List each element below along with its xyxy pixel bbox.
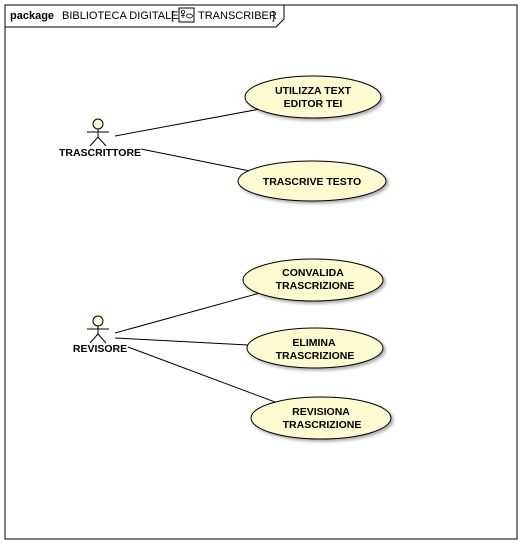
use-case-label-line1: ELIMINA (292, 337, 336, 349)
use-case-utilizza-text-editor[interactable] (244, 75, 382, 119)
use-case-elimina-trascrizione[interactable] (246, 327, 384, 369)
use-case-label-line1: UTILIZZA TEXT (275, 85, 352, 97)
actor-label-revisore: REVISORE (73, 343, 127, 355)
use-case-label-line1: CONVALIDA (282, 267, 344, 279)
use-case-label-line2: EDITOR TEI (284, 98, 343, 110)
use-case-label-line2: TRASCRIZIONE (276, 350, 355, 362)
actor-label-trascrittore: TRASCRITTORE (59, 147, 141, 159)
association-trascrittore-utilizza[interactable] (114, 108, 261, 137)
close-bracket: ] (272, 10, 275, 22)
association-trascrittore-trascrive[interactable] (140, 148, 251, 172)
open-bracket: [ (171, 10, 174, 22)
actor-head-icon (92, 315, 104, 327)
use-case-diagram-icon (178, 7, 195, 23)
package-keyword: package (10, 10, 54, 22)
diagram-name: TRANSCRIBER (198, 10, 277, 22)
association-revisore-revisiona[interactable] (127, 346, 284, 406)
use-case-revisiona-trascrizione[interactable] (250, 396, 392, 440)
use-case-label-line2: TRASCRIZIONE (283, 419, 362, 431)
actor-head-icon (92, 118, 104, 130)
package-name-tab (4, 4, 285, 28)
use-case-trascrive-testo[interactable] (237, 160, 387, 202)
association-revisore-convalida[interactable] (114, 292, 261, 334)
actor-trascrittore[interactable] (87, 118, 109, 147)
association-revisore-elimina[interactable] (114, 337, 249, 346)
associations (114, 108, 284, 406)
use-case-label-line1: TRASCRIVE TESTO (263, 176, 361, 188)
actor-revisore[interactable] (87, 315, 109, 344)
use-case-convalida-trascrizione[interactable] (242, 258, 384, 302)
package-name: BIBLIOTECA DIGITALE (62, 10, 179, 22)
use-case-label-line1: REVISIONA (292, 406, 350, 418)
use-case-label-line2: TRASCRIZIONE (276, 280, 355, 292)
